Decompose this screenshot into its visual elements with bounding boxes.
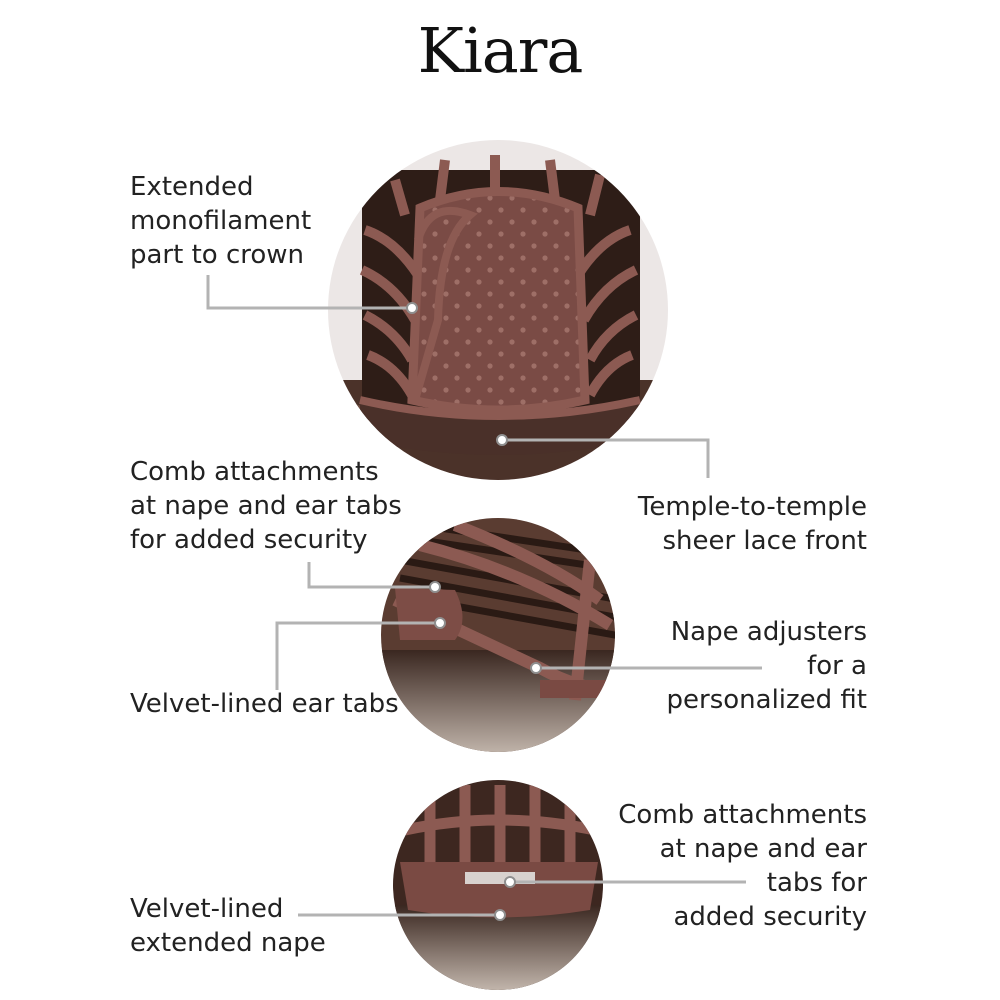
callout-comb-attachments-upper: Comb attachments at nape and ear tabs fo… [130, 457, 402, 555]
callout-monofilament: Extended monofilament part to crown [130, 172, 312, 270]
cap-top-view [328, 140, 668, 480]
callout-ear-tabs: Velvet-lined ear tabs [130, 689, 399, 719]
cap-nape-view [393, 780, 603, 990]
cap-side-view [381, 518, 615, 752]
callout-lace-front: Temple-to-temple sheer lace front [637, 492, 867, 556]
leader-lines [206, 275, 762, 917]
callout-nape-adjusters: Nape adjusters for a personalized fit [666, 617, 867, 715]
leader-dots [406, 302, 542, 921]
callout-extended-nape: Velvet-lined extended nape [130, 894, 326, 958]
callout-comb-attachments-lower: Comb attachments at nape and ear tabs fo… [618, 800, 867, 932]
product-title: Kiara [417, 14, 584, 87]
